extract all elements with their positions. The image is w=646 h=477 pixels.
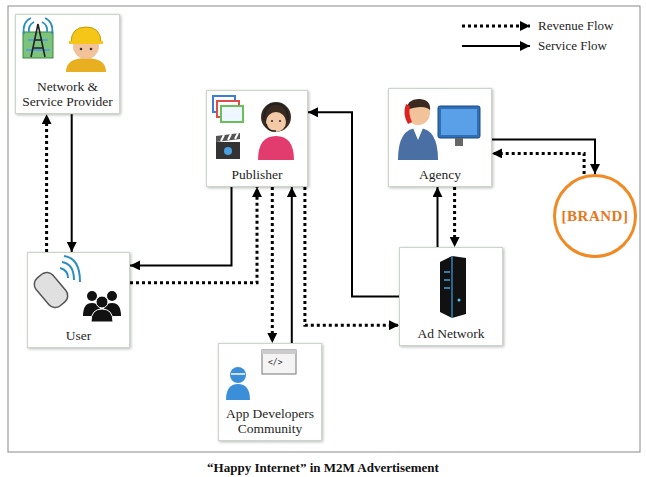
service-flow-arrow	[492, 140, 595, 175]
agency-box: Agency	[388, 88, 492, 187]
worker-icon	[66, 27, 106, 72]
node-text: Network & Service Provider	[18, 79, 117, 109]
code-symbol: </>	[268, 358, 282, 367]
tag-icon	[31, 256, 80, 311]
node-text: [BRAND]	[562, 208, 629, 225]
ad-network-box: Ad Network	[399, 247, 503, 346]
node-text: Publisher	[231, 167, 282, 182]
developer-icon	[226, 367, 250, 400]
service-flow-arrow	[308, 112, 399, 296]
user-box: User	[27, 252, 130, 348]
revenue-flow-arrow	[130, 187, 257, 283]
agency-icon	[398, 99, 480, 160]
developer-box: App Developers Community	[218, 343, 322, 441]
caption: “Happy Internet” in M2M Advertisement	[0, 460, 646, 476]
legend-text: Revenue Flow	[538, 18, 613, 34]
frame	[8, 6, 640, 452]
service-flow-arrow	[71, 114, 73, 252]
revenue-flow-arrow	[271, 187, 274, 343]
legend-samples	[462, 26, 530, 46]
server-icon	[440, 256, 466, 318]
code-window-icon	[262, 350, 296, 374]
service-flow-arrow	[130, 187, 232, 265]
tower-icon	[23, 18, 53, 58]
people-icon	[83, 291, 121, 322]
node-text: User	[66, 328, 92, 343]
node-text: Agency	[419, 167, 461, 182]
brand-circle: [BRAND]	[553, 174, 637, 258]
revenue-flow-arrow	[453, 187, 456, 247]
revenue-flow-arrow	[492, 153, 584, 174]
node-text: Ad Network	[417, 326, 484, 341]
node-text: App Developers Community	[221, 406, 319, 436]
publisher-media-icon	[213, 96, 243, 159]
operator-icon	[258, 102, 294, 160]
provider-box: Network & Service Provider	[15, 14, 120, 114]
legend-text: Service Flow	[538, 38, 607, 54]
revenue-flow-arrow	[45, 114, 48, 252]
publisher-box: Publisher	[206, 90, 308, 187]
service-flow-arrow	[291, 187, 293, 343]
service-flow-arrow	[437, 187, 439, 247]
